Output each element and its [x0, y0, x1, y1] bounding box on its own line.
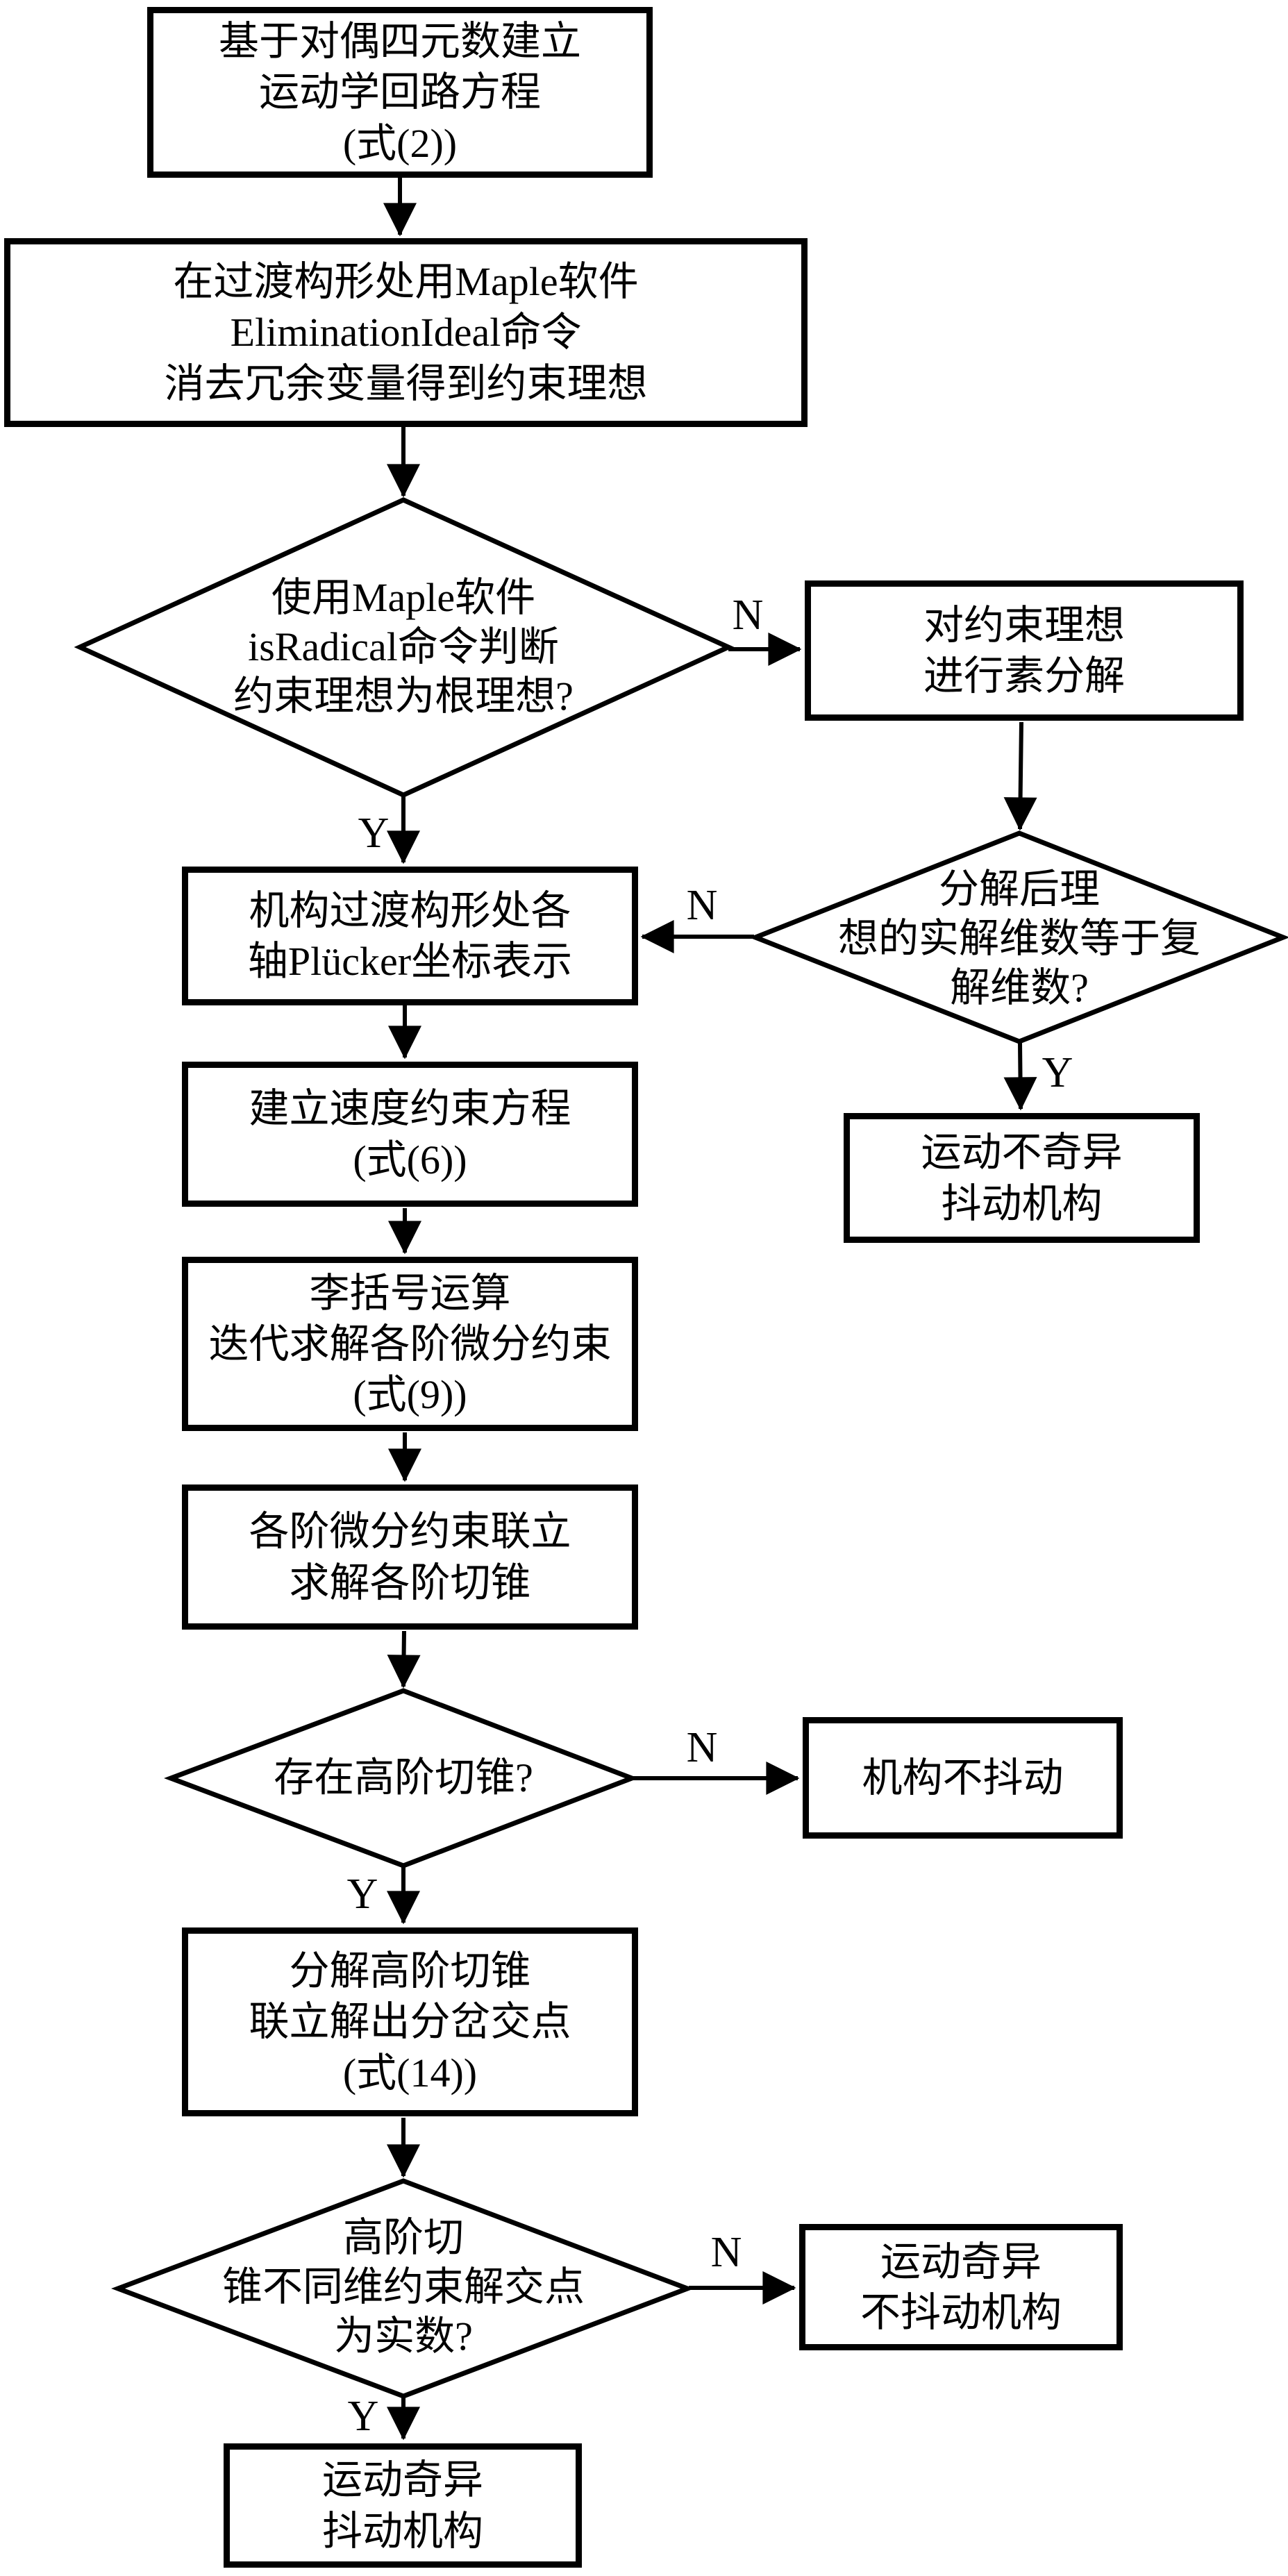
- radical-no-label: N: [732, 592, 764, 639]
- dimension-decision-shape: [748, 830, 1288, 1044]
- elimination-ideal-box: 在过渡构形处用Maple软件 EliminationIdeal命令 消去冗余变量…: [4, 238, 808, 427]
- real-no-label: N: [710, 2229, 742, 2276]
- start-box: 基于对偶四元数建立 运动学回路方程 (式(2)): [147, 7, 653, 178]
- prime-decomposition-box: 对约束理想 进行素分解: [805, 580, 1244, 721]
- bifurcation-box: 分解高阶切锥 联立解出分岔交点 (式(14)): [182, 1927, 638, 2116]
- velocity-constraint-box: 建立速度约束方程 (式(6)): [182, 1062, 638, 1207]
- higher-cone-decision-label: 存在高阶切锥?: [274, 1755, 533, 1800]
- higher-cone-decision-shape: [164, 1688, 639, 1868]
- tangent-cone-box: 各阶微分约束联立 求解各阶切锥: [182, 1484, 638, 1630]
- real-solution-decision-label: 高阶切 锥不同维约束解交点 为实数?: [221, 2214, 585, 2359]
- singular-shaky-box: 运动奇异 抖动机构: [224, 2443, 582, 2568]
- arrow-tangent-to-higher-cone: [387, 1630, 421, 1689]
- dimension-no-label: N: [686, 882, 718, 929]
- real-solution-decision-shape: [111, 2178, 694, 2399]
- lie-bracket-box: 李括号运算 迭代求解各阶微分约束 (式(9)): [182, 1257, 638, 1431]
- radical-yes-label: Y: [358, 810, 390, 857]
- real-yes-label: Y: [347, 2393, 379, 2440]
- higher-cone-no-label: N: [686, 1724, 718, 1771]
- no-shake-box: 机构不抖动: [803, 1717, 1123, 1839]
- singular-no-shake-box: 运动奇异 不抖动机构: [799, 2224, 1123, 2350]
- arrow-prime-to-dimension: [1003, 721, 1037, 831]
- isradical-decision-label: 使用Maple软件 isRadical命令判断 约束理想为根理想?: [233, 574, 574, 719]
- nonsingular-shaky-box: 运动不奇异 抖动机构: [844, 1113, 1200, 1243]
- dimension-decision-label: 分解后理 想的实解维数等于复 解维数?: [837, 866, 1201, 1010]
- arrow-dimension-yes-to-nonsingular: [1003, 1042, 1037, 1111]
- isradical-decision-shape: [74, 497, 735, 798]
- plucker-box: 机构过渡构形处各 轴Plücker坐标表示: [182, 867, 638, 1005]
- dimension-yes-label: Y: [1042, 1049, 1073, 1096]
- higher-cone-yes-label: Y: [346, 1871, 378, 1918]
